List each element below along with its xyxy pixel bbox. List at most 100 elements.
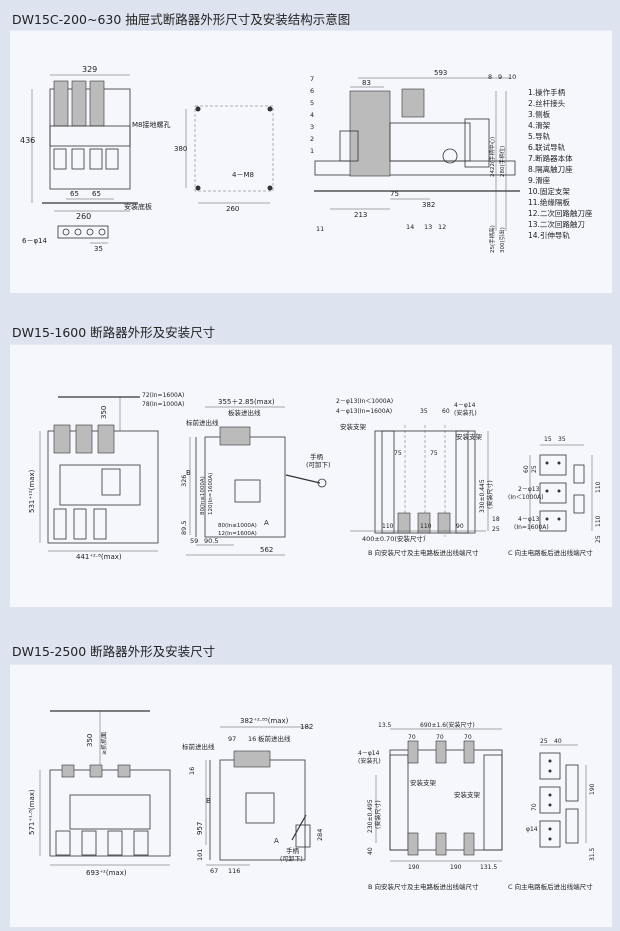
s2-i-7: 安装支架: [456, 432, 483, 441]
s3-t-5: 31.5: [589, 847, 596, 861]
s3-caption-c: C 向主电路板后进出线端尺寸: [508, 882, 593, 891]
s3-s-4: 97: [228, 735, 236, 743]
s2-label-board: 板装进出线: [228, 408, 261, 417]
s2-t-4: 2－φ13: [518, 486, 540, 493]
s2-i-11: 110: [420, 523, 432, 530]
s3-i-14: 131.5: [480, 864, 497, 871]
s3-i-6: (安装孔): [358, 757, 381, 765]
s1-legend-item: 1.操作手柄: [528, 87, 566, 97]
s3-i-10: (安装尺寸): [374, 800, 382, 829]
s2-i-1: 4－φ13(In=1600A): [336, 408, 392, 415]
s1-vdim-3: 300(引出): [498, 227, 506, 253]
s1-legend-item: 9.滑座: [528, 175, 551, 185]
section1-panel: 329 436 260 65 65 6－φ14 35 M8接地螺孔 安装底板 3…: [10, 30, 612, 293]
s2-side-view: [186, 406, 327, 556]
s1-side-view: [314, 77, 520, 231]
s2-i-9: 75: [430, 450, 438, 457]
s1-legend-item: 12.二次回路触刀座: [528, 208, 593, 218]
s1-callout-9: 9: [498, 73, 502, 81]
s3-s-5: 16: [248, 735, 256, 743]
s1-vdim-0: 2422(手柄中心): [488, 137, 496, 177]
s1-callout-7: 7: [310, 75, 314, 83]
s1-dim-380: 380: [174, 145, 187, 153]
s1-callout-10: 10: [508, 73, 516, 81]
s2-small-0: 80(In≤1000A): [200, 476, 206, 515]
s3-terminal-view: [539, 744, 587, 848]
s1-legend-item: 2.丝杆接头: [528, 98, 566, 108]
s1-vdim-1: 280(手柄位): [498, 146, 506, 177]
s2-dim-78: 78(In=1000A): [142, 401, 184, 408]
s2-t-9: 110: [595, 515, 602, 527]
s3-i-1: 690±1.6(安装尺寸): [420, 721, 475, 729]
s2-i-16: 18: [492, 516, 500, 523]
s3-s-10: 67: [210, 867, 218, 875]
s1-legend-item: 7.断路器本体: [528, 153, 573, 163]
s2-label-front: 标前进出线: [186, 418, 219, 427]
s2-t-7: 4－φ13: [518, 516, 540, 523]
s3-dim-571: 571⁺¹·⁸(max): [28, 789, 36, 835]
s3-i-9: 230±0.495: [367, 799, 374, 833]
s2-dim-350: 350: [100, 406, 108, 419]
s3-t-4: 190: [589, 783, 596, 795]
s3-t-0: 25: [540, 738, 548, 745]
s3-front-view: [39, 710, 171, 866]
s3-s-2: 标前进出线: [182, 742, 215, 751]
s2-t-0: 15: [544, 436, 552, 443]
s2-small-2: 80(In≤1000A): [218, 523, 257, 529]
s3-s-11: 116: [228, 867, 240, 875]
s1-callout-11: 11: [316, 225, 324, 233]
s1-callout-1: 1: [310, 147, 314, 155]
s1-dim-height: 436: [20, 136, 35, 145]
s2-t-1: 35: [558, 436, 566, 443]
s1-label-ground: M8接地螺孔: [132, 120, 171, 129]
s1-dim-260: 260: [76, 212, 91, 221]
s1-legend-item: 5.导轨: [528, 131, 551, 141]
s2-i-3: 60: [442, 408, 450, 415]
s2-i-4: 4－φ14: [454, 402, 476, 409]
s1-callout-8: 8: [488, 73, 492, 81]
s1-legend-item: 11.绝缘隔板: [528, 197, 570, 207]
s1-callout-2: 2: [310, 135, 314, 143]
s1-legend-item: 10.固定支架: [528, 186, 570, 196]
s2-dim-326: 326: [180, 475, 188, 487]
s2-i-13: 400±0.70(安装尺寸): [362, 534, 425, 543]
s2-dim-355: 355＋2.85(max): [218, 398, 275, 406]
s3-dim-350: 350: [86, 734, 94, 747]
s1-dim-382: 382: [422, 201, 435, 209]
s2-t-6: 110: [595, 481, 602, 493]
s1-mount-view: [185, 105, 274, 204]
s2-i-17: 25: [492, 526, 500, 533]
s1-callout-5: 5: [310, 99, 314, 107]
section3-drawing: 350 ≥抓抓面 571⁺¹·⁸(max) 693⁺²(max) 382⁺²·⁸…: [28, 710, 596, 891]
s3-t-1: 40: [554, 738, 562, 745]
s3-i-0: 13.5: [378, 722, 392, 729]
s1-label-base: 安装底板: [124, 202, 152, 211]
s2-caption-b: B 向安装尺寸及主电路板进出线端尺寸: [368, 548, 479, 557]
s3-s-8: 957: [196, 822, 204, 835]
s3-i-2: 70: [408, 734, 416, 741]
s1-legend-item: 8.隔离触刀座: [528, 164, 573, 174]
s1-dim-width: 329: [82, 65, 97, 74]
s2-dim-90: 90.5: [204, 537, 218, 545]
s3-s-12: 284: [316, 829, 324, 841]
s3-s-15: A: [274, 837, 279, 845]
s1-dim-m8: 4－M8: [232, 171, 254, 179]
s2-label-handle: 手柄: [310, 452, 324, 461]
s1-dim-75: 75: [390, 190, 399, 198]
s2-front-view: [39, 396, 159, 552]
s3-install-view: [375, 728, 503, 862]
s2-i-15: (安装尺寸): [486, 480, 494, 509]
s2-dim-441: 441⁺²·⁸(max): [76, 553, 122, 561]
s3-i-4: 70: [464, 734, 472, 741]
s1-callout-13: 13: [424, 223, 432, 231]
s2-t-5: (In＜1000A): [508, 494, 544, 501]
s2-label-b: B: [186, 469, 191, 477]
s3-s-0: 382⁺²·⁸⁵(max): [240, 717, 289, 725]
section3-title: DW15-2500 断路器外形及安装尺寸: [12, 644, 216, 659]
s1-legend-item: 13.二次回路触刀: [528, 219, 585, 229]
s1-vdim-2: 25(手柄高): [488, 225, 496, 253]
s2-i-14: 330±0.445: [479, 479, 486, 513]
section1-drawing: 329 436 260 65 65 6－φ14 35 M8接地螺孔 安装底板 3…: [20, 65, 593, 253]
s1-dim-holes: 6－φ14: [22, 237, 48, 245]
s1-callout-6: 6: [310, 87, 314, 95]
